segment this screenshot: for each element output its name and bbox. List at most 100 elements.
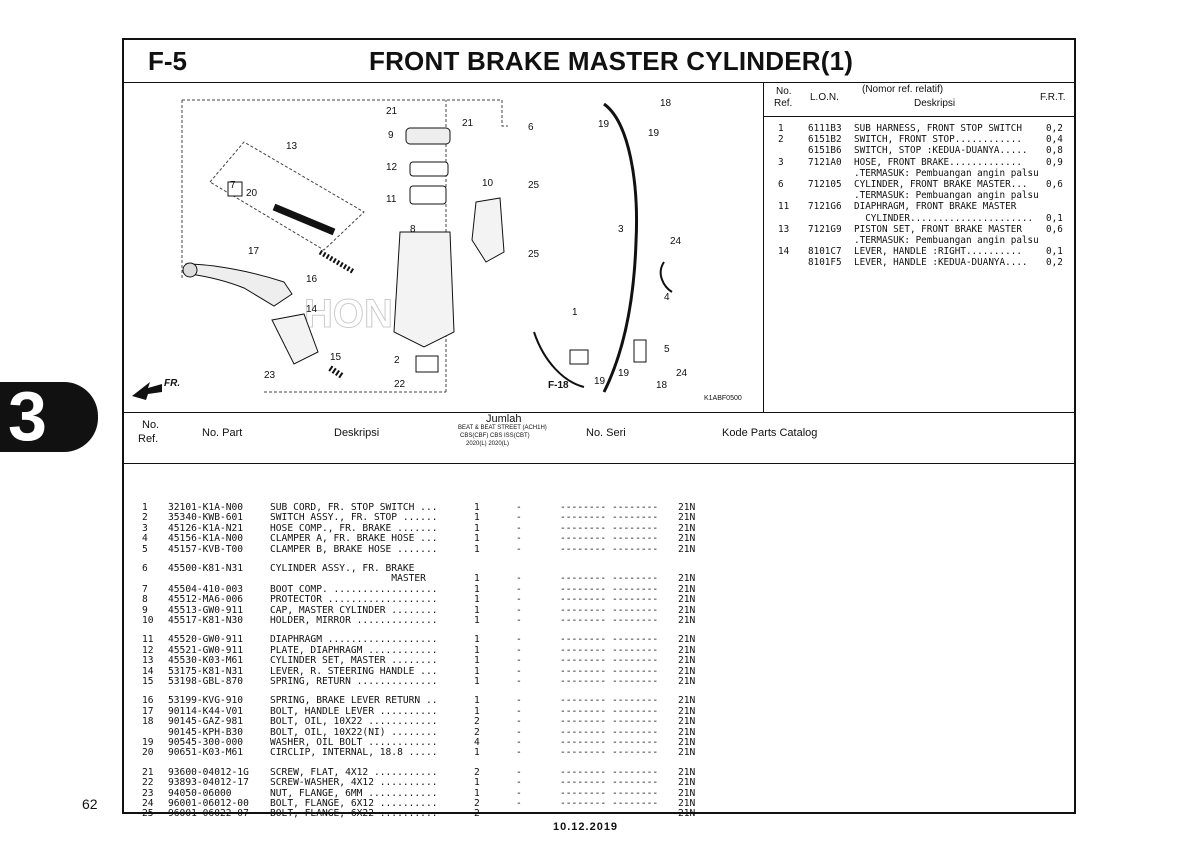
part-qty-cbs: 2 bbox=[474, 766, 480, 778]
frt-col-nomor: (Nomor ref. relatif) bbox=[862, 84, 944, 95]
section-code: F-5 bbox=[148, 46, 187, 76]
front-direction-arrow bbox=[132, 382, 162, 400]
part-catalog-code: 21N bbox=[678, 766, 696, 778]
diagram-code: K1ABF0500 bbox=[704, 395, 742, 402]
plate-part bbox=[409, 161, 449, 177]
callout-label: 24 bbox=[670, 236, 682, 247]
col-ref: Ref. bbox=[138, 433, 159, 445]
part-catalog-code: 21N bbox=[678, 777, 696, 789]
part-serial: -------- -------- bbox=[560, 787, 659, 799]
callout-label: 12 bbox=[386, 162, 398, 173]
frt-col-frt: F.R.T. bbox=[1040, 92, 1066, 103]
part-qty-cbs: 4 bbox=[474, 737, 480, 748]
frt-value: 0,2 bbox=[1046, 123, 1063, 134]
callout-label: 19 bbox=[648, 128, 660, 139]
part-ref: 24 bbox=[142, 798, 154, 809]
part-qty-cbs-iss: - bbox=[516, 798, 522, 809]
part-description: HOLDER, MIRROR .............. bbox=[270, 615, 438, 626]
callout-label: 20 bbox=[246, 188, 258, 199]
part-serial: -------- -------- bbox=[560, 615, 659, 626]
frt-col-no: No. bbox=[776, 86, 792, 97]
frt-value: 0,1 bbox=[1046, 212, 1063, 224]
lever-bracket-part bbox=[271, 313, 319, 365]
part-qty-cbs: 1 bbox=[474, 787, 480, 799]
part-qty-cbs: 1 bbox=[474, 644, 480, 656]
part-ref: 6 bbox=[142, 563, 148, 574]
frt-desc: DIAPHRAGM, FRONT BRAKE MASTER bbox=[854, 201, 1017, 213]
front-direction-label: FR. bbox=[164, 378, 180, 389]
part-catalog-code: 21N bbox=[678, 737, 696, 748]
frt-lon: 7121G9 bbox=[808, 223, 842, 235]
part-number: 53199-KVG-910 bbox=[168, 695, 244, 707]
part-description: PLATE, DIAPHRAGM ............ bbox=[270, 644, 438, 656]
col-desc: Deskripsi bbox=[334, 427, 380, 439]
frt-desc: .TERMASUK: Pembuangan angin palsu bbox=[854, 235, 1039, 246]
part-serial: -------- -------- bbox=[560, 737, 659, 748]
frt-col-ref: Ref. bbox=[774, 98, 793, 109]
part-catalog-code: 21N bbox=[678, 615, 696, 626]
part-description: BOLT, HANDLE LEVER .......... bbox=[270, 705, 438, 717]
chapter-tab: 3 bbox=[0, 377, 98, 455]
part-ref: 14 bbox=[142, 665, 154, 677]
part-serial: -------- -------- bbox=[560, 766, 659, 778]
part-ref: 15 bbox=[142, 676, 154, 687]
callout-label: 4 bbox=[664, 292, 670, 303]
frt-ref: 14 bbox=[778, 246, 790, 258]
part-qty-cbs-iss: - bbox=[516, 644, 522, 656]
callout-label: 18 bbox=[656, 380, 668, 391]
part-catalog-code: 21N bbox=[678, 705, 696, 717]
part-number: 45520-GW0-911 bbox=[168, 634, 244, 646]
callout-label: 18 bbox=[660, 98, 672, 109]
callout-label: 19 bbox=[618, 368, 630, 379]
part-ref: 25 bbox=[142, 808, 154, 820]
part-qty-cbs-iss: - bbox=[516, 533, 522, 545]
part-catalog-code: 21N bbox=[678, 594, 696, 606]
callout-label: 2 bbox=[394, 355, 400, 366]
frt-value: 0,1 bbox=[1046, 246, 1063, 258]
clamper-b-part bbox=[633, 339, 647, 363]
part-number: 45126-K1A-N21 bbox=[168, 522, 244, 534]
part-number: 32101-K1A-N00 bbox=[168, 502, 244, 513]
parts-list-header: No. Ref. No. Part Deskripsi Jumlah BEAT … bbox=[124, 412, 1074, 464]
callout-label: 7 bbox=[230, 180, 236, 191]
part-ref: 18 bbox=[142, 716, 154, 728]
part-qty-cbs: 1 bbox=[474, 615, 480, 626]
part-description: CIRCLIP, INTERNAL, 18.8 ..... bbox=[270, 747, 438, 759]
part-serial: -------- -------- bbox=[560, 676, 659, 687]
cap-part bbox=[405, 127, 451, 145]
part-qty-cbs-iss: - bbox=[516, 766, 522, 778]
callout-label: 23 bbox=[264, 370, 276, 381]
frt-desc: SUB HARNESS, FRONT STOP SWITCH bbox=[854, 123, 1022, 134]
brake-hose bbox=[602, 102, 638, 393]
part-serial: -------- -------- bbox=[560, 522, 659, 534]
part-serial: -------- -------- bbox=[560, 808, 659, 820]
frt-lon: 6111B3 bbox=[808, 123, 842, 134]
frt-table: No. Ref. L.O.N. (Nomor ref. relatif) Des… bbox=[764, 82, 1074, 412]
part-serial: -------- -------- bbox=[560, 747, 659, 759]
part-description: CLAMPER B, BRAKE HOSE ....... bbox=[270, 543, 438, 555]
part-number: 90651-K03-M61 bbox=[168, 747, 244, 759]
frt-ref: 6 bbox=[778, 179, 784, 190]
frt-ref: 3 bbox=[778, 156, 784, 168]
frt-desc: CYLINDER...................... bbox=[854, 212, 1034, 224]
part-serial: -------- -------- bbox=[560, 655, 659, 667]
part-qty-cbs-iss: - bbox=[516, 726, 522, 738]
part-description: WASHER, OIL BOLT ............ bbox=[270, 737, 438, 748]
part-catalog-code: 21N bbox=[678, 726, 696, 738]
part-description: DIAPHRAGM ................... bbox=[270, 634, 438, 646]
part-qty-cbs: 1 bbox=[474, 655, 480, 667]
part-description: LEVER, R. STEERING HANDLE ... bbox=[270, 665, 438, 677]
frt-lon: 7121A0 bbox=[808, 156, 842, 168]
part-qty-cbs-iss: - bbox=[516, 676, 522, 687]
part-description: BOOT COMP. .................. bbox=[270, 583, 438, 595]
frt-value: 0,9 bbox=[1046, 156, 1063, 168]
part-ref: 10 bbox=[142, 615, 154, 626]
piston-spring-part bbox=[318, 249, 356, 275]
part-ref: 2 bbox=[142, 512, 148, 524]
connector-part bbox=[569, 349, 589, 365]
part-serial: -------- -------- bbox=[560, 573, 659, 585]
part-qty-cbs-iss: - bbox=[516, 787, 522, 799]
callout-label: 14 bbox=[306, 304, 318, 315]
section-title: FRONT BRAKE MASTER CYLINDER(1) bbox=[369, 46, 854, 76]
part-serial: -------- -------- bbox=[560, 777, 659, 789]
